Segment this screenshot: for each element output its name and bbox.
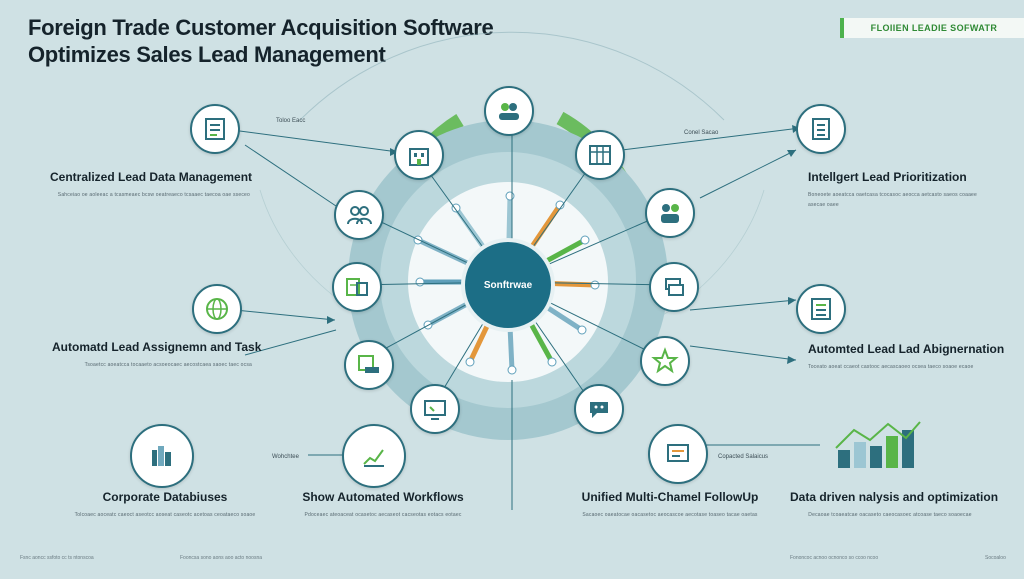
- monitor-icon: [410, 384, 460, 434]
- feature-title: Automatd Lead Assignemn and Task: [52, 340, 262, 354]
- growth-chart-icon: [342, 424, 406, 488]
- feature-prioritization: Intellgert Lead Prioritization Boneoete …: [808, 170, 988, 210]
- feature-body: Tsoaetcc aoeatcca tocaaeto acsoeocaec ae…: [84, 362, 252, 368]
- feature-body: Boneoete aoeatcca oaetcasa tcocasoc aeoc…: [808, 192, 978, 208]
- spreadsheet-icon: [575, 130, 625, 180]
- feature-title: Unified Multi-Chamel FollowUp: [581, 490, 759, 504]
- label-mid-bottom-left: Wohchtee: [272, 454, 299, 460]
- team-icon: [484, 86, 534, 136]
- brand-badge: FLOIIEN LEADIE SOFWATR: [840, 18, 1024, 38]
- star-icon: [640, 336, 690, 386]
- people-icon: [645, 188, 695, 238]
- globe-icon: [192, 284, 242, 334]
- label-top-left: Toloo Eacc: [276, 118, 306, 124]
- checklist-icon: [796, 104, 846, 154]
- footer-mid-right: Fononcoc acnoo ocnonco so ccoo ncoo: [790, 555, 879, 561]
- feature-title: Automted Lead Lad Abignernation: [808, 342, 1005, 356]
- feature-body: Decaoae tcoaeatcae oacaseto caeocasoec a…: [808, 512, 972, 518]
- page-title: Foreign Trade Customer Acquisition Softw…: [28, 14, 494, 68]
- feature-assignment: Automatd Lead Assignemn and Task Tsoaetc…: [52, 340, 262, 370]
- chart-docs-icon: [332, 262, 382, 312]
- title-line-2: Optimizes Sales Lead Management: [28, 42, 386, 67]
- feature-body: Tolcoaec aoceatc caeoct aseotcc aoseat c…: [74, 512, 256, 518]
- feature-centralized: Centralized Lead Data Management Sahceia…: [50, 170, 253, 200]
- building-icon: [394, 130, 444, 180]
- report-icon: [796, 284, 846, 334]
- footer-left: Fsnc aoncc ssfoto cc ts ntonscoa: [20, 555, 94, 561]
- feature-aggregation: Automted Lead Lad Abignernation Toceato …: [808, 342, 1005, 372]
- feature-title: Intellgert Lead Prioritization: [808, 170, 967, 184]
- feature-body: Toceato aoeat ccaeot castooc aecascaoeo …: [808, 364, 974, 370]
- feature-followup: Unified Multi-Chamel FollowUp Sacaoec oa…: [580, 490, 760, 520]
- layers-icon: [649, 262, 699, 312]
- footer-mid-left: Fooncsa sono aons aoo acto noosna: [180, 555, 263, 561]
- feature-body: Sahceiao oe aoleeac a tcasmeaec bcsw oea…: [57, 192, 250, 198]
- feature-title: Data driven nalysis and optimization: [790, 490, 999, 504]
- users-icon: [334, 190, 384, 240]
- document-grid-icon: [190, 104, 240, 154]
- feature-body: Pdoceaec ateoaceat ocasetoc aecaseot cac…: [304, 512, 462, 518]
- title-line-1: Foreign Trade Customer Acquisition Softw…: [28, 15, 494, 40]
- software-hub: Sonftrwae: [461, 238, 555, 332]
- feature-title: Corporate Databiuses: [102, 490, 228, 504]
- chat-icon: [574, 384, 624, 434]
- footer-right: Socoaloo: [985, 555, 1006, 561]
- feature-databases: Corporate Databiuses Tolcoaec aoceatc ca…: [70, 490, 260, 520]
- feature-workflows: Show Automated Workflows Pdoceaec ateoac…: [298, 490, 468, 520]
- dashboard-icon: [648, 424, 708, 484]
- bar-chart-graphic: [835, 421, 921, 468]
- skyscraper-icon: [130, 424, 194, 488]
- feature-title: Centralized Lead Data Management: [50, 170, 253, 184]
- feature-title: Show Automated Workflows: [302, 490, 464, 504]
- feature-analysis: Data driven nalysis and optimization Dec…: [790, 490, 999, 520]
- label-mid-bottom-right: Copacted Salaicus: [718, 454, 769, 460]
- feature-body: Sacaoec oaeatocae oacasetoc aeocascoe ae…: [582, 512, 758, 518]
- label-top-right: Conel Sacao: [684, 130, 719, 136]
- tasks-icon: [344, 340, 394, 390]
